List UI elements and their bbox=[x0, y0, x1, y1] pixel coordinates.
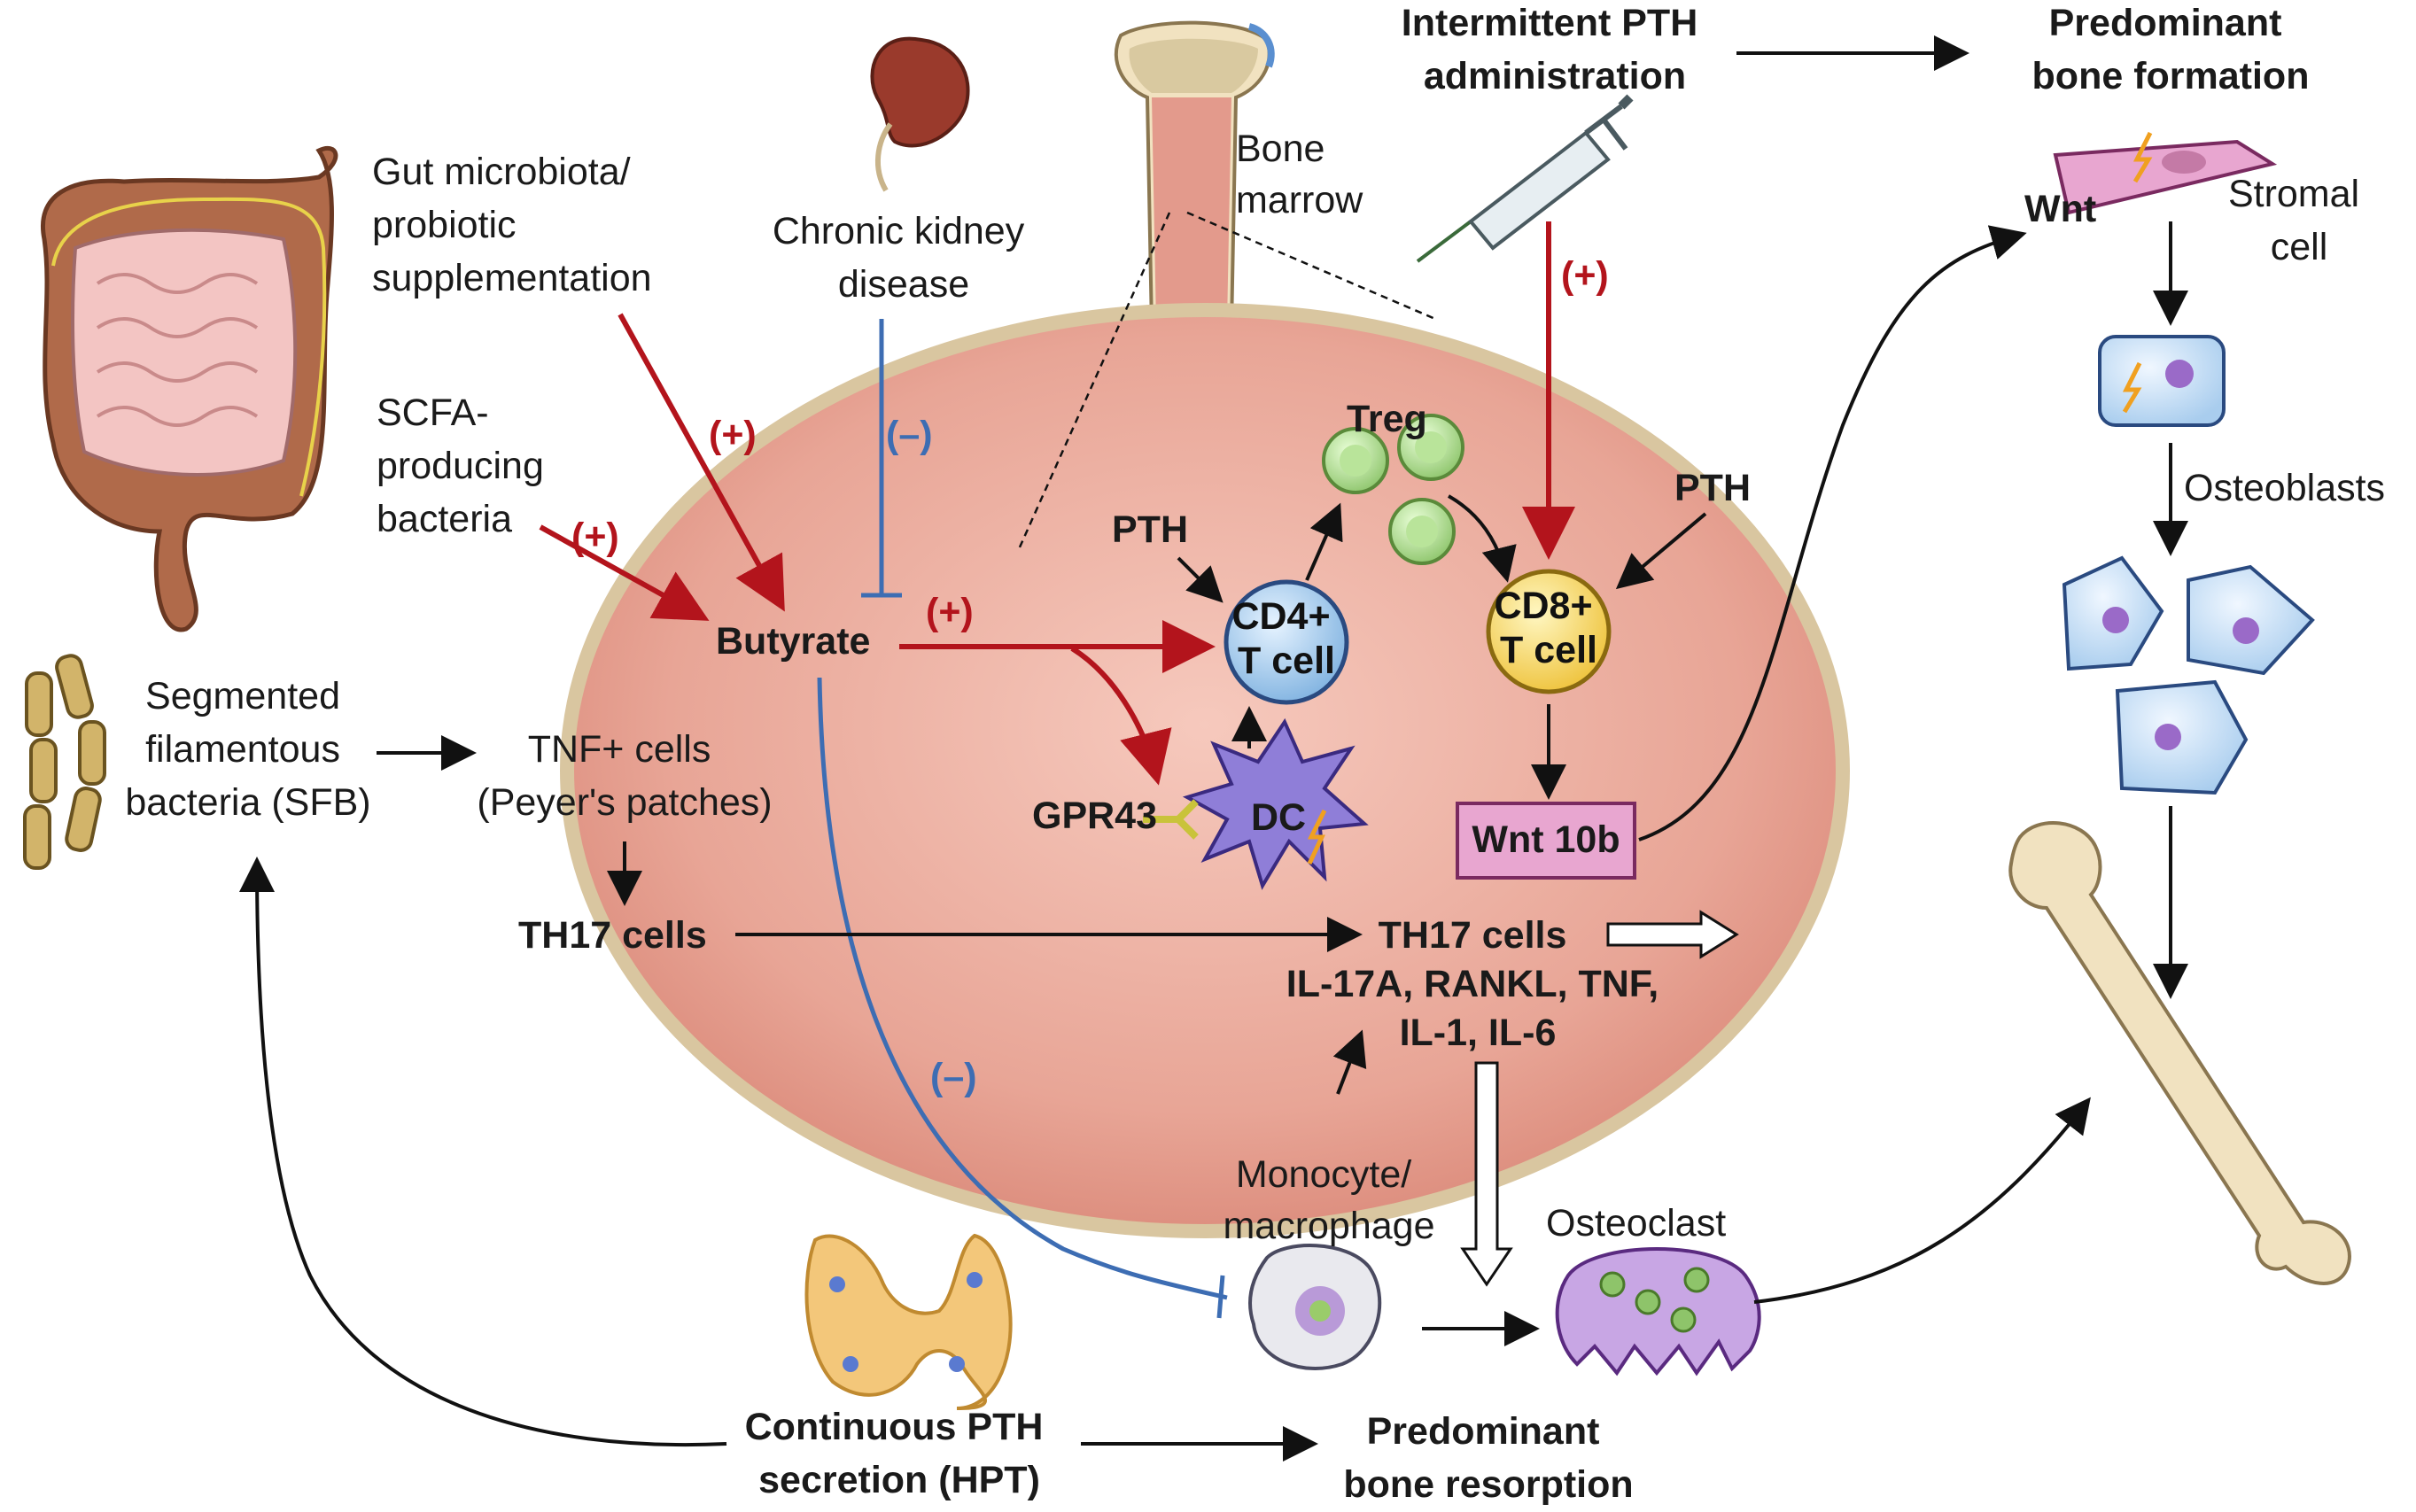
thyroid-illustration bbox=[804, 1233, 1013, 1410]
label-cd4-t-cell: CD4+ T cell bbox=[1231, 595, 1340, 682]
cd8-t-cell bbox=[1486, 569, 1612, 694]
label-continuous-pth: Continuous PTH secretion (HPT) bbox=[745, 1406, 1054, 1501]
label-osteoclast: Osteoclast bbox=[1546, 1202, 1726, 1244]
zoom-line-right bbox=[1186, 211, 1436, 321]
label-pth-left: PTH bbox=[1112, 508, 1188, 551]
cd4-t-cell bbox=[1224, 579, 1349, 705]
label-th17-cytokines: TH17 cells IL-17A, RANKL, TNF, IL-1, IL-… bbox=[1286, 914, 1669, 1054]
treg-cells bbox=[1322, 414, 1464, 565]
label-scfa-bacteria: SCFA- producing bacteria bbox=[377, 392, 555, 540]
bone-marrow-ellipse bbox=[560, 303, 1850, 1238]
arrow-osteoclast-to-bone bbox=[1753, 1097, 2091, 1304]
label-chronic-kidney-disease: Chronic kidney disease bbox=[773, 210, 1035, 306]
label-tnf-cells: TNF+ cells (Peyer's patches) bbox=[477, 728, 772, 824]
kidney-illustration bbox=[870, 36, 970, 192]
open-arrow-th17-right bbox=[1606, 910, 1739, 959]
sign-plus-gut: (+) bbox=[709, 414, 757, 456]
lightning-icon bbox=[2132, 131, 2153, 183]
sign-plus-scfa: (+) bbox=[571, 516, 619, 558]
label-treg: Treg bbox=[1347, 398, 1427, 440]
arrow-gut-to-butyrate bbox=[618, 313, 785, 612]
intestine-illustration bbox=[41, 145, 338, 632]
label-butyrate: Butyrate bbox=[716, 620, 870, 663]
label-wnt10b: Wnt 10b bbox=[1472, 818, 1620, 861]
arrow-continuous-to-sfb bbox=[239, 857, 727, 1447]
pre-osteoblast-cell bbox=[2098, 335, 2226, 427]
label-gut-microbiota: Gut microbiota/ probiotic supplementatio… bbox=[372, 151, 652, 299]
stromal-cell bbox=[2053, 131, 2278, 215]
label-cd8-t-cell: CD8+ T cell bbox=[1494, 585, 1603, 671]
label-gpr43: GPR43 bbox=[1032, 795, 1157, 837]
arrow-pth-to-cd8 bbox=[1615, 512, 1707, 590]
inhibit-butyrate-to-monocyte bbox=[817, 677, 1228, 1319]
osteoclast-cell bbox=[1555, 1247, 1761, 1376]
sign-minus-monocyte: (–) bbox=[930, 1056, 977, 1098]
lightning-icon bbox=[2122, 361, 2142, 414]
label-wnt: Wnt bbox=[2024, 188, 2096, 230]
open-arrow-th17-down bbox=[1460, 1061, 1513, 1287]
arrow-butyrate-to-dc bbox=[1070, 646, 1172, 786]
long-bone-illustration bbox=[1114, 20, 1275, 337]
sign-minus-ckd: (–) bbox=[886, 414, 933, 456]
arrow-pth-to-cd4 bbox=[1177, 556, 1224, 603]
label-th17-left: TH17 cells bbox=[518, 914, 707, 957]
label-intermittent-pth: Intermittent PTH administration bbox=[1402, 2, 1708, 97]
label-bone-marrow: Bone marrow bbox=[1236, 128, 1363, 221]
lightning-icon bbox=[1307, 809, 1327, 865]
arrow-cd4-to-treg bbox=[1305, 502, 1343, 581]
sfb-bacteria-illustration bbox=[23, 654, 106, 870]
arrow-scfa-to-butyrate bbox=[539, 524, 710, 621]
label-sfb: Segmented filamentous bacteria (SFB) bbox=[125, 675, 370, 824]
inhibit-ckd-to-butyrate bbox=[861, 319, 902, 598]
label-stromal-cell: Stromal cell bbox=[2228, 173, 2370, 268]
label-dc: DC bbox=[1251, 796, 1306, 839]
syringe-illustration bbox=[1416, 94, 1634, 263]
diagonal-bone-illustration bbox=[2008, 821, 2351, 1285]
sign-plus-pth: (+) bbox=[1561, 254, 1609, 297]
sign-plus-butyrate: (+) bbox=[926, 591, 974, 633]
wnt10b-box bbox=[1456, 802, 1636, 880]
arrow-monocyte-to-th17 bbox=[1332, 1029, 1367, 1095]
label-pth-right: PTH bbox=[1674, 467, 1751, 509]
osteoblast-cells bbox=[2062, 555, 2315, 795]
arrow-treg-to-cd8 bbox=[1448, 494, 1517, 583]
label-bone-formation: Predominant bone formation bbox=[2032, 2, 2310, 97]
label-bone-resorption: Predominant bone resorption bbox=[1343, 1410, 1633, 1506]
label-monocyte-macrophage: Monocyte/ macrophage bbox=[1223, 1153, 1434, 1247]
arrow-wnt10b-to-wnt bbox=[1638, 225, 2027, 841]
label-osteoblasts: Osteoblasts bbox=[2184, 467, 2385, 509]
gpr43-receptor-icon bbox=[1143, 799, 1199, 840]
monocyte-macrophage-cell bbox=[1247, 1244, 1382, 1370]
